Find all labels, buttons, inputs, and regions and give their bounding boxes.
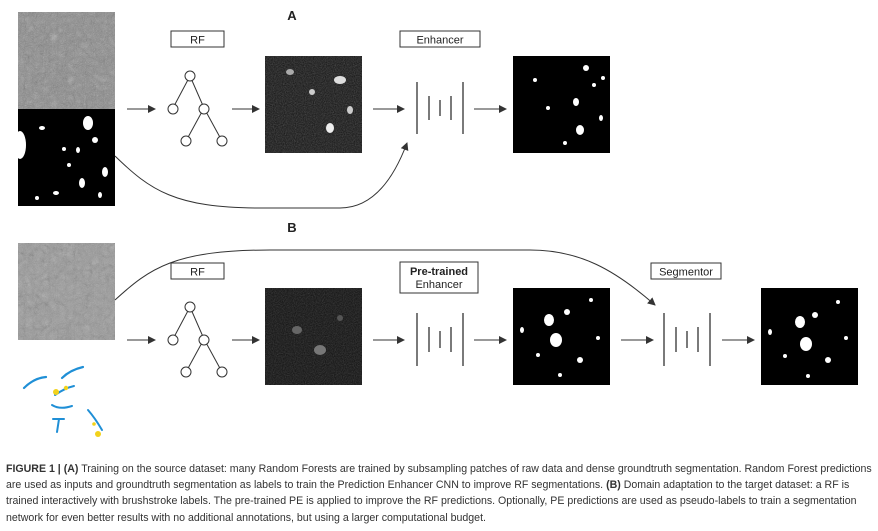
figure-diagram: A RF bbox=[14, 8, 858, 438]
panel-a-label: A bbox=[287, 8, 297, 23]
rf-box-b: RF bbox=[170, 262, 225, 280]
panel-b-label: B bbox=[287, 220, 296, 235]
caption-b-text: Domain adaptation to the target dataset:… bbox=[6, 479, 857, 524]
random-forest-tree-icon bbox=[167, 301, 228, 378]
pretrained-enhancer-box: Pre-trained Enhancer bbox=[399, 261, 479, 294]
caption-b-label: (B) bbox=[606, 479, 621, 492]
enhanced-output-image-b bbox=[513, 288, 610, 385]
groundtruth-to-enhancer-arrow bbox=[114, 142, 409, 209]
enhancer-box-a: Enhancer bbox=[399, 30, 481, 48]
caption-a-label: (A) bbox=[63, 463, 79, 475]
raw-to-segmentor-arrow bbox=[114, 249, 656, 306]
cnn-network-icon bbox=[663, 313, 711, 366]
cnn-network-icon bbox=[416, 82, 464, 134]
pretrained-enhancer-line1: Pre-trained bbox=[410, 266, 468, 278]
enhanced-output-image-a bbox=[513, 56, 610, 153]
rf-box-a-label: RF bbox=[190, 35, 205, 47]
segmentor-box: Segmentor bbox=[650, 262, 722, 280]
enhancer-box-a-label: Enhancer bbox=[416, 35, 463, 47]
raw-em-image-a bbox=[18, 12, 115, 109]
cnn-network-icon bbox=[416, 313, 464, 366]
figure-label: FIGURE 1 | bbox=[6, 463, 61, 475]
raw-em-image-b bbox=[18, 243, 115, 340]
random-forest-tree-icon bbox=[167, 70, 228, 147]
segmentor-box-label: Segmentor bbox=[659, 267, 713, 279]
rf-box-b-label: RF bbox=[190, 267, 205, 279]
segmentor-output-image bbox=[761, 288, 858, 385]
groundtruth-image-a bbox=[14, 109, 115, 206]
rf-prediction-image-b bbox=[265, 288, 362, 385]
rf-box-a: RF bbox=[170, 30, 225, 48]
brushstroke-labels-image bbox=[18, 343, 115, 438]
figure-caption: FIGURE 1 | (A) Training on the source da… bbox=[6, 461, 874, 526]
rf-prediction-image-a bbox=[265, 56, 362, 153]
pretrained-enhancer-line2: Enhancer bbox=[415, 279, 462, 291]
caption-a-text: Training on the source dataset: many Ran… bbox=[6, 463, 872, 492]
